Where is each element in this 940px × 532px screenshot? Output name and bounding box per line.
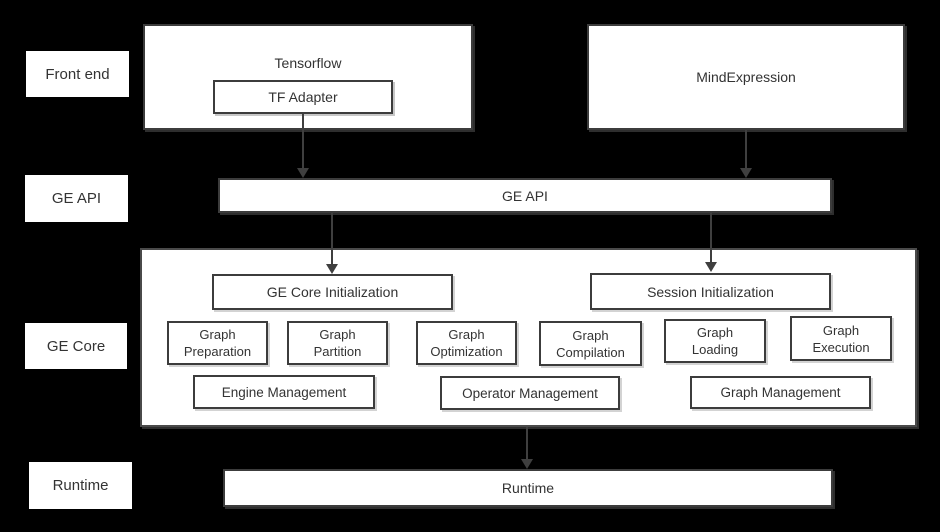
arrow-head-icon (740, 168, 752, 178)
engine-management-box: Engine Management (193, 375, 375, 409)
mindexpression-label: MindExpression (696, 69, 796, 85)
arrow-head-icon (297, 168, 309, 178)
operator-management-box: Operator Management (440, 376, 620, 410)
arrow-ge-core-to-runtime (521, 427, 533, 469)
session-initialization-label: Session Initialization (647, 283, 774, 300)
graph-optimization-label: Graph Optimization (430, 327, 503, 359)
graph-partition-label: Graph Partition (313, 327, 362, 359)
arrow-head-icon (326, 264, 338, 274)
arrow-tf-adapter-to-ge-api (297, 114, 309, 178)
arrow-ge-api-to-session-init (705, 211, 717, 272)
arrow-head-icon (521, 459, 533, 469)
tf-adapter-label: TF Adapter (268, 89, 338, 105)
graph-execution-box: Graph Execution (790, 316, 892, 361)
graph-preparation-label: Graph Preparation (183, 327, 252, 359)
layer-label-runtime: Runtime (29, 462, 132, 509)
arrow-ge-api-to-ge-core-init (326, 213, 338, 274)
graph-management-label: Graph Management (720, 385, 841, 400)
tensorflow-label: Tensorflow (274, 55, 342, 71)
arrow-head-icon (705, 262, 717, 272)
graph-optimization-box: Graph Optimization (416, 321, 517, 365)
graph-loading-box: Graph Loading (664, 319, 766, 363)
ge-core-container: GE Core Initialization Session Initializ… (140, 248, 917, 427)
arrow-mindexpression-to-ge-api (740, 130, 752, 178)
tensorflow-box: Tensorflow TF Adapter (143, 24, 473, 130)
graph-preparation-box: Graph Preparation (167, 321, 268, 365)
graph-compilation-box: Graph Compilation (539, 321, 642, 366)
graph-compilation-label: Graph Compilation (556, 327, 625, 360)
mindexpression-box: MindExpression (587, 24, 905, 130)
layer-label-ge-core: GE Core (25, 323, 127, 369)
layer-label-front-end: Front end (26, 51, 129, 97)
tf-adapter-box: TF Adapter (213, 80, 393, 114)
runtime-bar: Runtime (223, 469, 833, 507)
engine-management-label: Engine Management (221, 384, 347, 400)
graph-loading-label: Graph Loading (691, 325, 739, 357)
ge-core-initialization-label: GE Core Initialization (266, 284, 399, 300)
layer-label-ge-api: GE API (25, 175, 128, 222)
ge-api-bar: GE API (218, 178, 832, 213)
runtime-bar-label: Runtime (501, 480, 555, 496)
graph-execution-label: Graph Execution (812, 322, 870, 355)
ge-core-initialization-box: GE Core Initialization (212, 274, 453, 310)
ge-api-bar-label: GE API (502, 187, 548, 204)
operator-management-label: Operator Management (462, 385, 598, 401)
graph-partition-box: Graph Partition (287, 321, 388, 365)
graph-management-box: Graph Management (690, 376, 871, 409)
session-initialization-box: Session Initialization (590, 273, 831, 310)
